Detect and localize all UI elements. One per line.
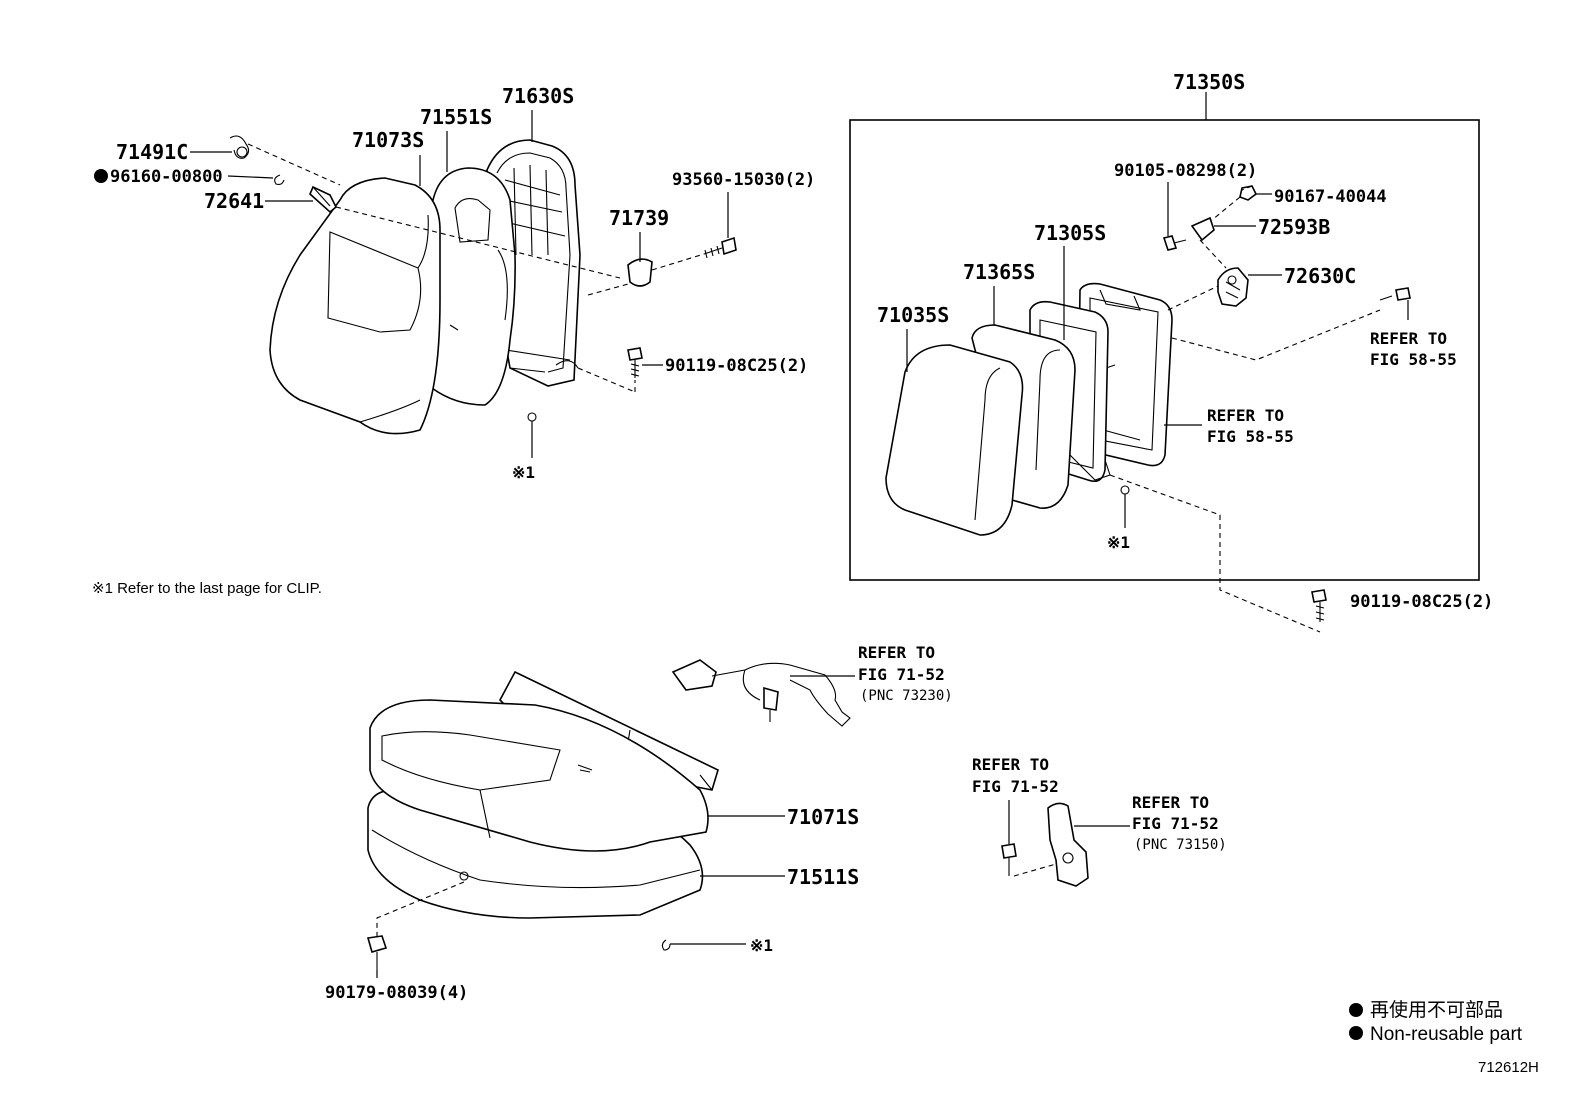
fastener-90179-08039 [366, 935, 388, 970]
seat-back-pad-71551s [429, 167, 516, 406]
bolt-refer-58-55 [1379, 287, 1411, 301]
clip-mark-c: ※1 [750, 936, 773, 955]
label-90167-40044: 90167-40044 [1274, 187, 1387, 207]
refer-fig-71-52-a-line2: FIG 71-52 [858, 665, 945, 684]
refer-fig-58-55-b-line2: FIG 58-55 [1207, 427, 1294, 446]
refer-fig-71-52-a-line1: REFER TO [858, 643, 935, 662]
seat-belt-73230 [671, 659, 851, 727]
figure-code: 712612H [1478, 1059, 1539, 1076]
cap-72593b [1190, 216, 1215, 242]
label-72593b: 72593B [1258, 215, 1330, 239]
seat-back-cover-71073s [269, 177, 441, 435]
label-71035s: 71035S [877, 303, 949, 327]
label-71739: 71739 [609, 206, 669, 230]
clip-cushion-bottom [661, 939, 671, 951]
label-71365s: 71365S [963, 260, 1035, 284]
refer-fig-71-52-a-pnc: (PNC 73230) [860, 688, 953, 704]
label-93560-15030: 93560-15030(2) [672, 170, 815, 190]
knob-71739 [627, 258, 653, 287]
legend-en: Non-reusable part [1370, 1024, 1523, 1045]
label-90119-08c25-right: 90119-08C25(2) [1350, 592, 1493, 612]
bolt-93560-15030 [703, 236, 737, 259]
clip-circle-left [527, 412, 537, 422]
clip-mark-a: ※1 [512, 463, 535, 482]
clip-circle-right [1120, 485, 1130, 495]
refer-fig-71-52-b-line1: REFER TO [972, 755, 1049, 774]
seat-belt-buckle-73150 [1047, 802, 1089, 887]
clip-mark-b: ※1 [1107, 533, 1130, 552]
label-90105-08298: 90105-08298(2) [1114, 161, 1257, 181]
label-71551s: 71551S [420, 105, 492, 129]
label-71511s: 71511S [787, 865, 859, 889]
legend-dot-en [1349, 1026, 1363, 1040]
bolt-buckle [1001, 843, 1017, 876]
bolt-90105-08298 [1162, 235, 1187, 251]
cover-71035s [885, 344, 1024, 536]
label-71071s: 71071S [787, 805, 859, 829]
label-96160-00800: 96160-00800 [110, 167, 223, 187]
pin-72641 [309, 185, 337, 214]
legend-jp: 再使用不可部品 [1370, 999, 1503, 1021]
label-71073s: 71073S [352, 128, 424, 152]
label-71630s: 71630S [502, 84, 574, 108]
label-90119-08c25-left: 90119-08C25(2) [665, 356, 808, 376]
refer-fig-71-52-c-line1: REFER TO [1132, 793, 1209, 812]
refer-fig-71-52-c-line2: FIG 71-52 [1132, 814, 1219, 833]
label-72630c: 72630C [1284, 264, 1356, 288]
ring-96160-00800 [274, 174, 285, 186]
label-72641: 72641 [204, 189, 264, 213]
cushion-cover-71071s [369, 670, 719, 852]
refer-fig-71-52-c-pnc: (PNC 73150) [1134, 837, 1227, 853]
clip-circle-cushion [459, 871, 469, 881]
bolt-90119-right [1311, 589, 1327, 622]
assembly-box-71350s [849, 119, 1480, 581]
refer-fig-58-55-a-line2: FIG 58-55 [1370, 350, 1457, 369]
label-90179-08039: 90179-08039(4) [325, 983, 468, 1003]
clip-note: ※1 Refer to the last page for CLIP. [92, 580, 322, 597]
label-71305s: 71305S [1034, 221, 1106, 245]
refer-fig-71-52-b-line2: FIG 71-52 [972, 777, 1059, 796]
clip-71491c [229, 135, 250, 159]
legend-dot-jp [1349, 1003, 1363, 1017]
refer-fig-58-55-a-line1: REFER TO [1370, 329, 1447, 348]
bolt-90119-upper-left [627, 347, 643, 378]
latch-72630c [1217, 267, 1249, 307]
refer-fig-58-55-b-line1: REFER TO [1207, 406, 1284, 425]
label-71350s: 71350S [1173, 70, 1245, 94]
label-71491c: 71491C [116, 140, 188, 164]
non-reusable-dot-96160 [94, 169, 108, 183]
